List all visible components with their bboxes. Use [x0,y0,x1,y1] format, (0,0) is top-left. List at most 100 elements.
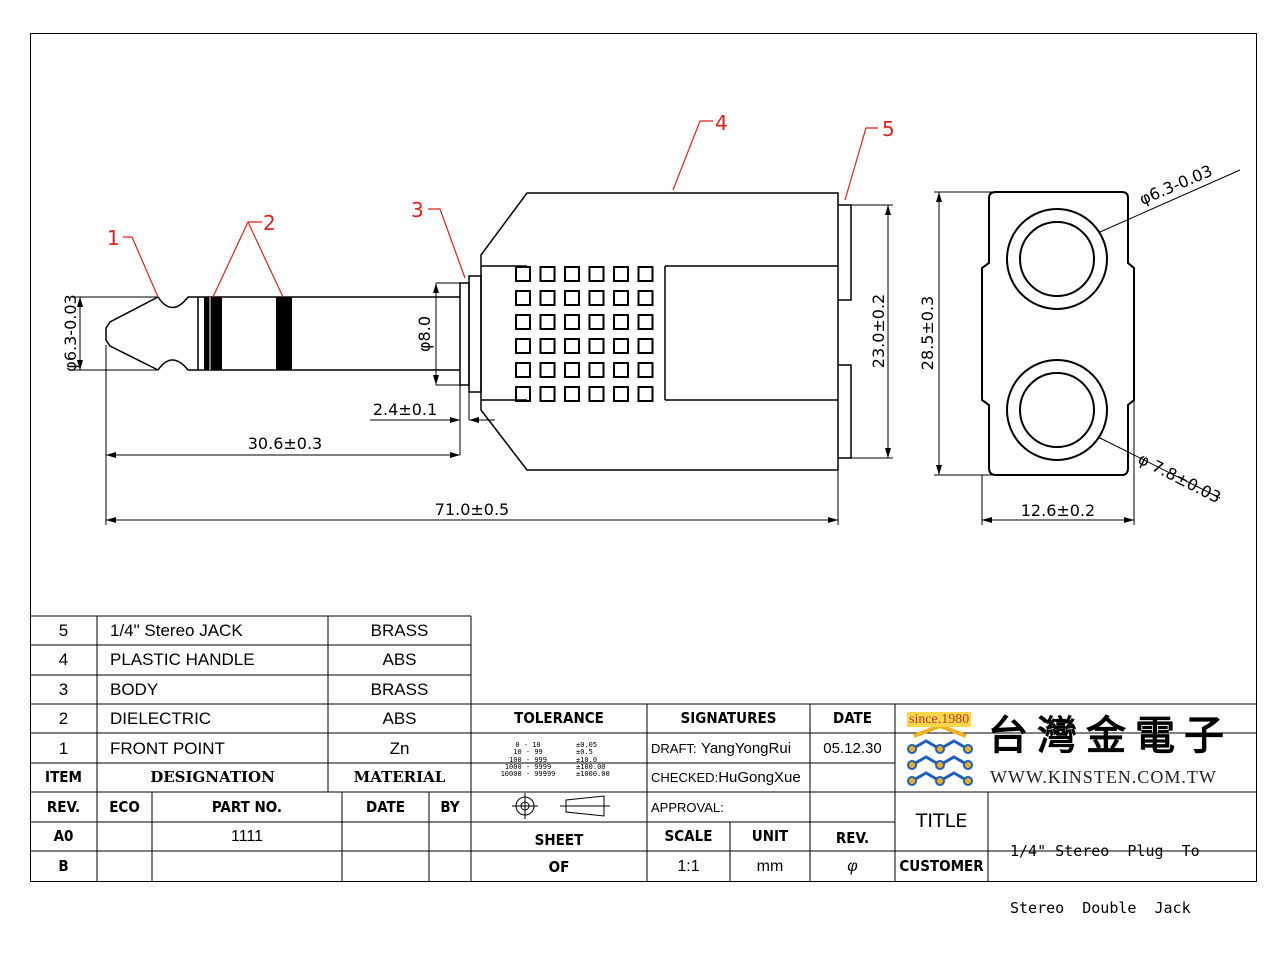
grip-square [588,362,605,378]
grip-square [588,266,605,282]
draft-label: DRAFT: [651,740,697,756]
grip-square [515,266,531,282]
rev-header-eco: ECO [109,797,140,816]
dimension-labels: φ6.3-0.03 φ8.0 2.4±0.1 30.6±0.3 71.0±0.5… [61,161,1224,520]
grip-square [564,266,580,282]
rev-value: φ [847,857,858,875]
approval-label: APPROVAL: [651,799,724,815]
grip-square [637,362,654,378]
grip-square [613,386,629,402]
grip-square [588,290,605,306]
grip-square [613,314,629,330]
customer-label: CUSTOMER [899,857,984,875]
company-url: WWW.KINSTEN.COM.TW [990,767,1217,787]
dim-jack-spacing: 23.0±0.2 [869,294,888,368]
callout-leaders [123,120,878,298]
grip-pattern [515,266,654,402]
grip-square [613,290,629,306]
callout-3: 3 [411,198,424,222]
grip-square [564,290,580,306]
grip-square [637,266,654,282]
rev-header-part-no: PART NO. [211,797,283,816]
bom-designation: DIELECTRIC [110,709,212,728]
dim-body-width: 12.6±0.2 [1021,501,1095,520]
grip-square [637,386,654,402]
date-header: DATE [833,709,872,727]
tol-range-4: 10000 - 99999 [500,770,556,779]
grip-square [613,338,629,354]
tol-range-0: 0 - 10 [515,741,541,749]
grip-square [564,386,580,402]
rev-header-rev: REV. [46,797,81,816]
technical-drawing: φ6.3-0.03 φ8.0 2.4±0.1 30.6±0.3 71.0±0.5… [30,111,1257,882]
callout-4: 4 [715,111,728,135]
of-label: OF [548,857,570,876]
bom-item-number: 3 [58,680,69,699]
grip-square [515,386,531,402]
title-block-grid [30,615,1257,882]
grip-square [539,338,556,354]
bom-item-number: 1 [58,739,69,758]
dim-plug-length: 30.6±0.3 [248,434,322,453]
grip-square [637,338,654,354]
tol-range-2: 100 - 999 [509,755,547,764]
bom-header-material: MATERIAL [353,768,446,786]
unit-label: UNIT [751,827,789,845]
tol-range-3: 1000 - 9999 [504,763,552,772]
tolerance-header: TOLERANCE [514,709,604,727]
grip-square [539,266,556,282]
bom-material: Zn [389,739,410,758]
grip-square [515,338,531,354]
title-label: TITLE [915,810,968,832]
bom-material: BRASS [370,680,429,699]
grip-square [588,338,605,354]
grip-square [637,314,654,330]
grip-square [588,386,605,402]
tol-range-1: 10 - 99 [513,748,543,757]
rev-header-by: BY [440,797,460,816]
rev-row-0-part-no: 1111 [230,827,264,845]
dim-jack-outer: φ 7.8±0.03 [1135,449,1224,507]
grip-square [613,266,629,282]
since-badge: since.1980 [907,712,972,727]
unit-value: mm [756,857,784,875]
bom-material: ABS [382,650,417,669]
dim-collar-thickness: 2.4±0.1 [373,400,437,419]
grip-square [515,314,531,330]
grip-square [588,314,605,330]
title-line-1: 1/4" Stereo Plug To [1010,842,1200,860]
rev-label: REV. [835,828,870,847]
tol-value-0: ±0.05 [576,741,598,749]
grip-square [564,338,580,354]
title-line-2: Stereo Double Jack [1010,899,1191,917]
signatures-header: SIGNATURES [680,709,777,727]
checked-row: CHECKED:HuGongXue [651,763,810,792]
tolerance-ranges: 0 - 10 10 - 99 100 - 999 1000 - 9999 100… [493,741,563,779]
dim-overall-length: 71.0±0.5 [435,500,509,519]
grip-square [539,314,556,330]
grip-square [637,290,654,306]
dim-tip-diameter: φ6.3-0.03 [61,294,80,371]
rev-row-1-rev: B [58,857,69,875]
bom-material: BRASS [370,621,429,640]
scale-label: SCALE [664,827,713,845]
bom-designation: FRONT POINT [110,739,225,758]
title-text: 1/4" Stereo Plug To Stereo Double Jack [1010,804,1200,956]
bom-item-number: 2 [58,709,69,728]
grip-square [539,386,556,402]
arrowheads [77,192,1134,523]
dim-body-height: 28.5±0.3 [918,296,937,370]
callout-5: 5 [882,117,895,141]
body-side-view [480,192,852,471]
bom-header-designation: DESIGNATION [150,768,275,786]
bom-item-number: 5 [58,621,69,640]
draft-name: YangYongRui [700,739,792,757]
grip-square [564,362,580,378]
callout-labels: 1 2 3 4 5 [107,111,895,250]
drawing-frame [30,33,1257,882]
sheet-label: SHEET [534,830,584,849]
rev-header-date: DATE [366,797,405,816]
checked-name: HuGongXue [718,769,801,786]
tol-value-3: ±100.00 [576,763,606,772]
bom-header-item: ITEM [45,768,82,786]
